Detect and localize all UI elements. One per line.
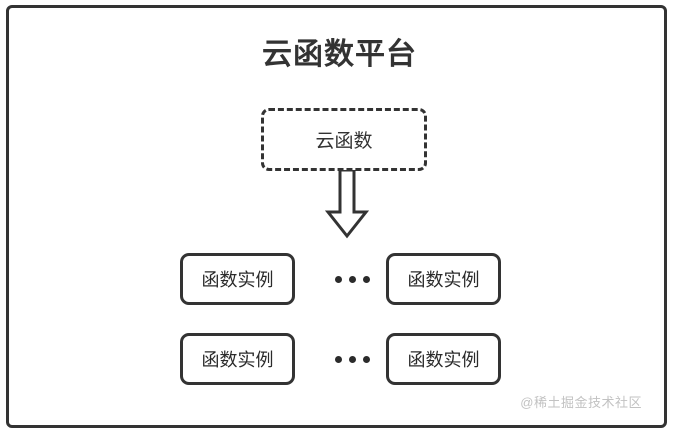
down-block-arrow-icon [324,168,370,240]
watermark-text: @稀土掘金技术社区 [520,395,642,410]
ellipsis-icon [323,253,381,305]
instance-row: 函数实例 函数实例 [9,253,670,305]
cloud-function-label: 云函数 [315,131,373,152]
instance-row: 函数实例 函数实例 [9,333,670,385]
diagram-outer-frame: 云函数平台 云函数 函数实例 函数实例 函数实例 函数实例 [6,5,667,428]
ellipsis-dot [334,275,342,283]
function-instance-box: 函数实例 [180,333,295,385]
cloud-function-node: 云函数 [261,108,427,171]
function-instance-label: 函数实例 [201,350,274,370]
ellipsis-icon [323,333,381,385]
function-instance-label: 函数实例 [407,350,480,370]
function-instance-box: 函数实例 [386,333,501,385]
function-instance-label: 函数实例 [407,270,480,290]
function-instance-box: 函数实例 [180,253,295,305]
ellipsis-dot [362,355,370,363]
ellipsis-dot [348,355,356,363]
function-instance-label: 函数实例 [201,270,274,290]
function-instance-box: 函数实例 [386,253,501,305]
page-title: 云函数平台 [262,38,417,71]
ellipsis-dot [362,275,370,283]
ellipsis-dot [334,355,342,363]
ellipsis-dot [348,275,356,283]
